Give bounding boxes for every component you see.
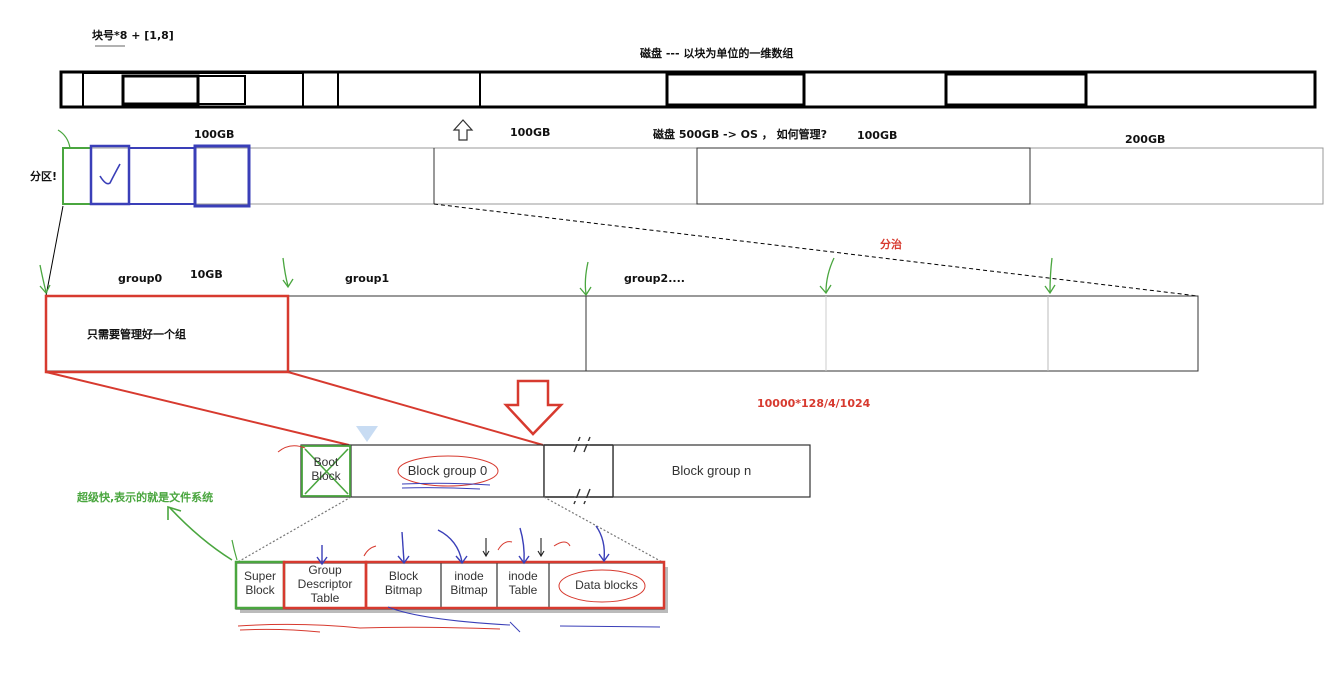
inode-table-line1: inode [508,569,538,583]
divide-label: 分治 [880,238,902,251]
gdt-line3: Table [310,590,340,605]
partition2-size: 100GB [510,126,551,139]
block-group-n-cell: Block group n [671,463,752,478]
bitmaps-red [364,560,666,610]
data-blocks-cell: Data blocks [575,578,638,592]
red-zoom-right [287,371,544,446]
dotted-zoom-right [543,496,665,564]
red-zoom-left [45,371,350,446]
data-blocks-circle [558,569,646,603]
block-bitmap-line2: Bitmap [384,582,423,597]
big-down-arrow-icon [503,379,564,436]
group1-label: group1 [345,272,390,285]
boot-block-line2: Block [311,468,341,483]
gdt-line2: Descriptor [297,576,353,591]
disk-array [59,70,1317,109]
green-curved-arrow [169,507,233,561]
partition3-size: 100GB [857,129,898,142]
red-scribbles [237,541,571,633]
inode-bitmap-cell: inode Bitmap [441,569,497,598]
group-descriptor-table-cell: Group Descriptor Table [284,563,366,605]
zoom-line-right [433,203,1199,297]
calc-label: 10000*128/4/1024 [757,397,871,410]
group-row [44,294,1199,374]
group-size-label: 10GB [190,268,223,281]
partition4-size: 200GB [1125,133,1166,146]
zoom-line-left [45,205,64,297]
green-hook-arrow [57,129,71,149]
block-group0-underline [401,482,491,490]
super-block-line1: Super [243,569,277,583]
manage-one-label: 只需要管理好一个组 [87,328,186,341]
boot-cross [304,448,349,495]
block-bitmap-line1: Block [388,569,419,583]
boot-block-line1: Boot [313,455,339,469]
inode-table-cell: inode Table [497,569,549,598]
block-group0-circle [397,455,499,487]
layout1-break-gap [544,443,613,499]
blue-scribbles [387,606,661,633]
block-formula-label: 块号*8 + [1,8] [92,29,174,42]
inode-table-line2: Table [508,582,538,597]
gdt-line1: Group [308,563,342,577]
inode-bitmap-line1: inode [454,569,484,583]
blue-hint-mark [356,426,378,442]
superblock-note-label: 超级快,表示的就是文件系统 [77,491,214,504]
super-block-cell: Super Block [236,569,284,598]
black-down-arrows [482,538,545,558]
boot-block-cell: Boot Block [301,455,351,484]
block-group-0-cell: Block group 0 [407,463,488,478]
disk-title-label: 磁盘 --- 以块为单位的一维数组 [640,47,794,60]
partition-row [62,144,1324,208]
boot-green-box [301,445,351,497]
inode-bitmap-line2: Bitmap [450,582,488,597]
partition1-size: 100GB [194,128,235,141]
group2-label: group2.... [624,272,685,285]
up-arrow-icon [452,119,474,141]
dotted-zoom-left [235,496,352,564]
partition-label: 分区! [30,170,58,183]
group0-label: group0 [118,272,163,285]
green-down-arrows [39,257,1056,297]
disk-question-label: 磁盘 500GB -> OS ， 如何管理? [653,128,827,141]
blue-down-arrows [316,525,610,566]
super-block-line2: Block [245,582,275,597]
block-bitmap-cell: Block Bitmap [366,569,441,598]
